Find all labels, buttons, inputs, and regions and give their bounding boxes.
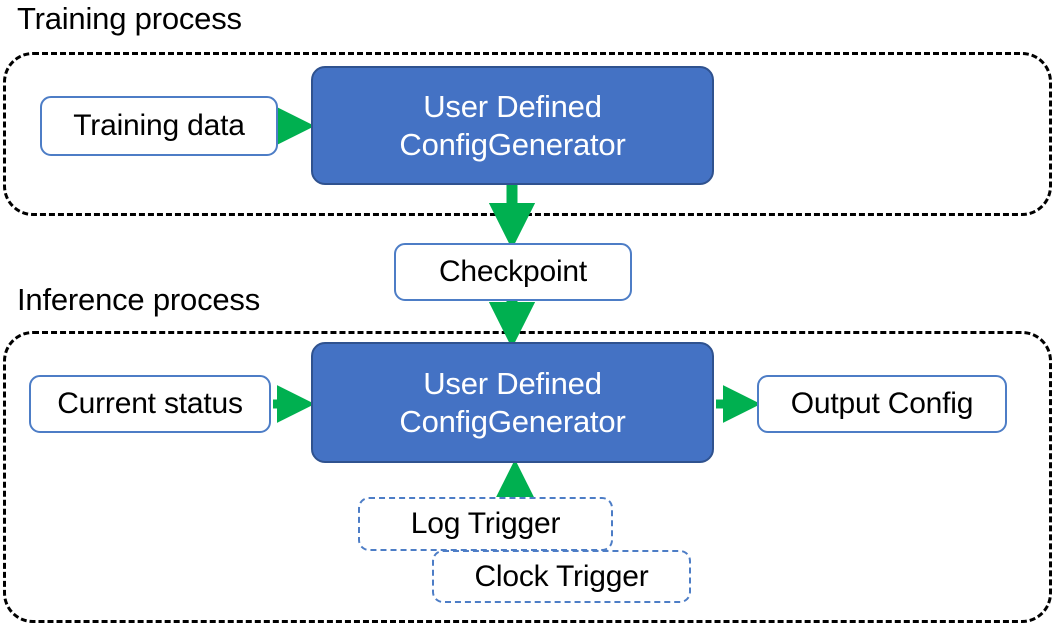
node-infer-generator-line1: User Defined — [423, 365, 602, 401]
node-log-trigger[interactable]: Log Trigger — [358, 497, 613, 551]
node-log-trigger-label: Log Trigger — [410, 507, 561, 541]
node-infer-user-defined-config-generator[interactable]: User Defined ConfigGenerator — [311, 342, 714, 463]
training-process-caption: Training process — [17, 1, 242, 36]
node-checkpoint-label: Checkpoint — [438, 255, 588, 289]
node-infer-generator-line2: ConfigGenerator — [399, 403, 626, 439]
node-clock-trigger[interactable]: Clock Trigger — [432, 550, 691, 603]
node-output-config-label: Output Config — [790, 387, 974, 421]
node-train-generator-line2: ConfigGenerator — [399, 126, 626, 162]
node-train-user-defined-config-generator[interactable]: User Defined ConfigGenerator — [311, 66, 714, 185]
node-current-status[interactable]: Current status — [29, 375, 271, 433]
node-checkpoint[interactable]: Checkpoint — [394, 243, 632, 301]
node-output-config[interactable]: Output Config — [757, 375, 1007, 433]
node-training-data-label: Training data — [73, 109, 245, 143]
node-clock-trigger-label: Clock Trigger — [474, 559, 649, 593]
node-train-generator-line1: User Defined — [423, 88, 602, 124]
node-current-status-label: Current status — [57, 387, 243, 421]
node-training-data[interactable]: Training data — [40, 96, 278, 156]
inference-process-caption: Inference process — [17, 282, 261, 317]
